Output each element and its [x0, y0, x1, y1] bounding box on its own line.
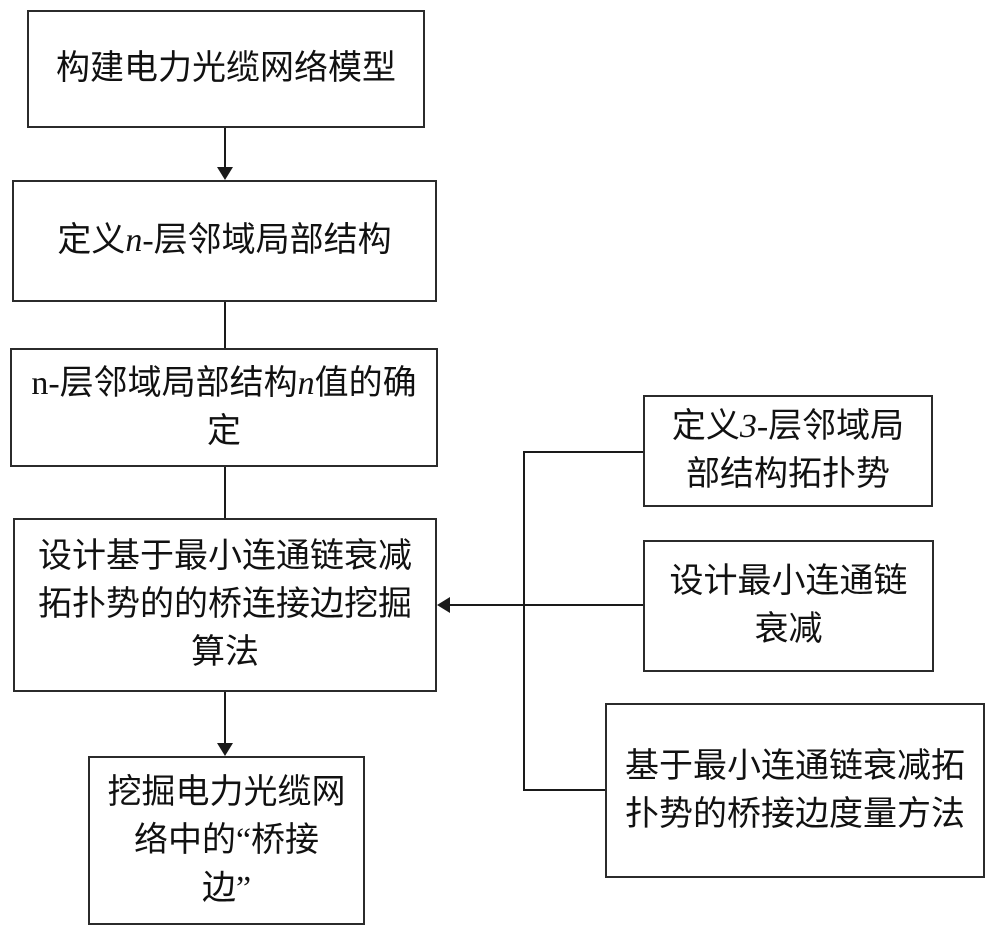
node-label-line: 基于最小连通链衰减拓	[625, 743, 965, 791]
node-label-line: 定义3-层邻域局	[672, 403, 904, 451]
node-label-line: 定义n-层邻域局部结构	[57, 217, 391, 265]
node-label-segment: 边”	[201, 869, 252, 907]
node-label-line: 络中的“桥接	[134, 817, 319, 865]
arrowhead-down-icon	[217, 743, 233, 756]
node-label-segment: 扑势的桥接边度量方法	[625, 795, 965, 833]
edge-branch-into-design-algorithm	[448, 604, 643, 606]
node-label-line: 设计最小连通链	[670, 558, 908, 606]
node-label-line: 拓扑势的的桥连接边挖掘	[38, 581, 412, 629]
edge-determine-to-design	[224, 467, 226, 518]
node-label-segment: 设计基于最小连通链衰减	[38, 538, 412, 575]
node-label-segment: 算法	[191, 634, 259, 671]
node-label-segment: 定义	[57, 222, 126, 259]
node-measure-method: 基于最小连通链衰减拓 扑势的桥接边度量方法	[605, 703, 985, 878]
node-label-segment: 部结构拓扑势	[686, 456, 890, 493]
node-label-segment: 络中的“桥接	[133, 821, 320, 859]
edge-branch-measure-method	[523, 789, 605, 791]
node-label-line: 设计基于最小连通链衰减	[38, 533, 412, 581]
edge-design-to-mine	[224, 692, 226, 745]
edge-right-trunk	[523, 451, 525, 791]
node-label-segment: 设计最小连通链	[669, 563, 908, 600]
edge-define-to-determine	[224, 302, 226, 348]
node-label-segment: 衰减	[754, 611, 823, 648]
node-design-attenuation: 设计最小连通链 衰减	[643, 540, 934, 672]
node-label-segment: 层邻域局部结构	[153, 222, 392, 259]
node-label-segment-italic: 3-	[739, 408, 769, 445]
node-define-3-layer: 定义3-层邻域局 部结构拓扑势	[643, 395, 933, 507]
node-label-segment: 值的确	[314, 364, 417, 402]
arrowhead-down-icon	[217, 167, 233, 180]
node-label-line: 算法	[191, 629, 259, 677]
edge-build-to-define	[224, 128, 226, 170]
node-mine-bridge-edges: 挖掘电力光缆网 络中的“桥接 边”	[88, 756, 365, 925]
node-label-segment-italic: n	[297, 364, 315, 402]
node-label-segment: 挖掘电力光缆网	[107, 773, 346, 811]
node-label-line: 边”	[202, 865, 251, 913]
node-design-algorithm: 设计基于最小连通链衰减 拓扑势的的桥连接边挖掘 算法	[13, 518, 437, 692]
node-build-model: 构建电力光缆网络模型	[27, 10, 425, 128]
node-label-segment: 构建电力光缆网络模型	[56, 50, 396, 87]
node-define-n-layer: 定义n-层邻域局部结构	[12, 180, 437, 302]
node-label-segment: 定	[207, 412, 241, 450]
node-label-segment: 基于最小连通链衰减拓	[625, 747, 965, 785]
node-label-line: 挖掘电力光缆网	[108, 769, 346, 817]
node-label-segment: 层邻域局	[768, 408, 905, 445]
node-label-segment-italic: n-	[125, 222, 154, 259]
arrowhead-left-icon	[437, 597, 450, 613]
node-determine-n-value: n-层邻域局部结构n值的确 定	[10, 348, 438, 467]
node-label-segment: n-层邻域局部结构	[31, 364, 298, 402]
node-label-line: 扑势的桥接边度量方法	[625, 791, 965, 839]
node-label-line: 构建电力光缆网络模型	[56, 45, 396, 93]
node-label-line: n-层邻域局部结构n值的确	[31, 360, 416, 408]
node-label-line: 部结构拓扑势	[686, 451, 890, 499]
node-label-segment: 拓扑势的的桥连接边挖掘	[38, 586, 412, 623]
edge-branch-define-3-layer	[523, 451, 643, 453]
node-label-segment: 定义	[671, 408, 740, 445]
node-label-line: 定	[207, 408, 241, 456]
node-label-line: 衰减	[755, 606, 823, 654]
